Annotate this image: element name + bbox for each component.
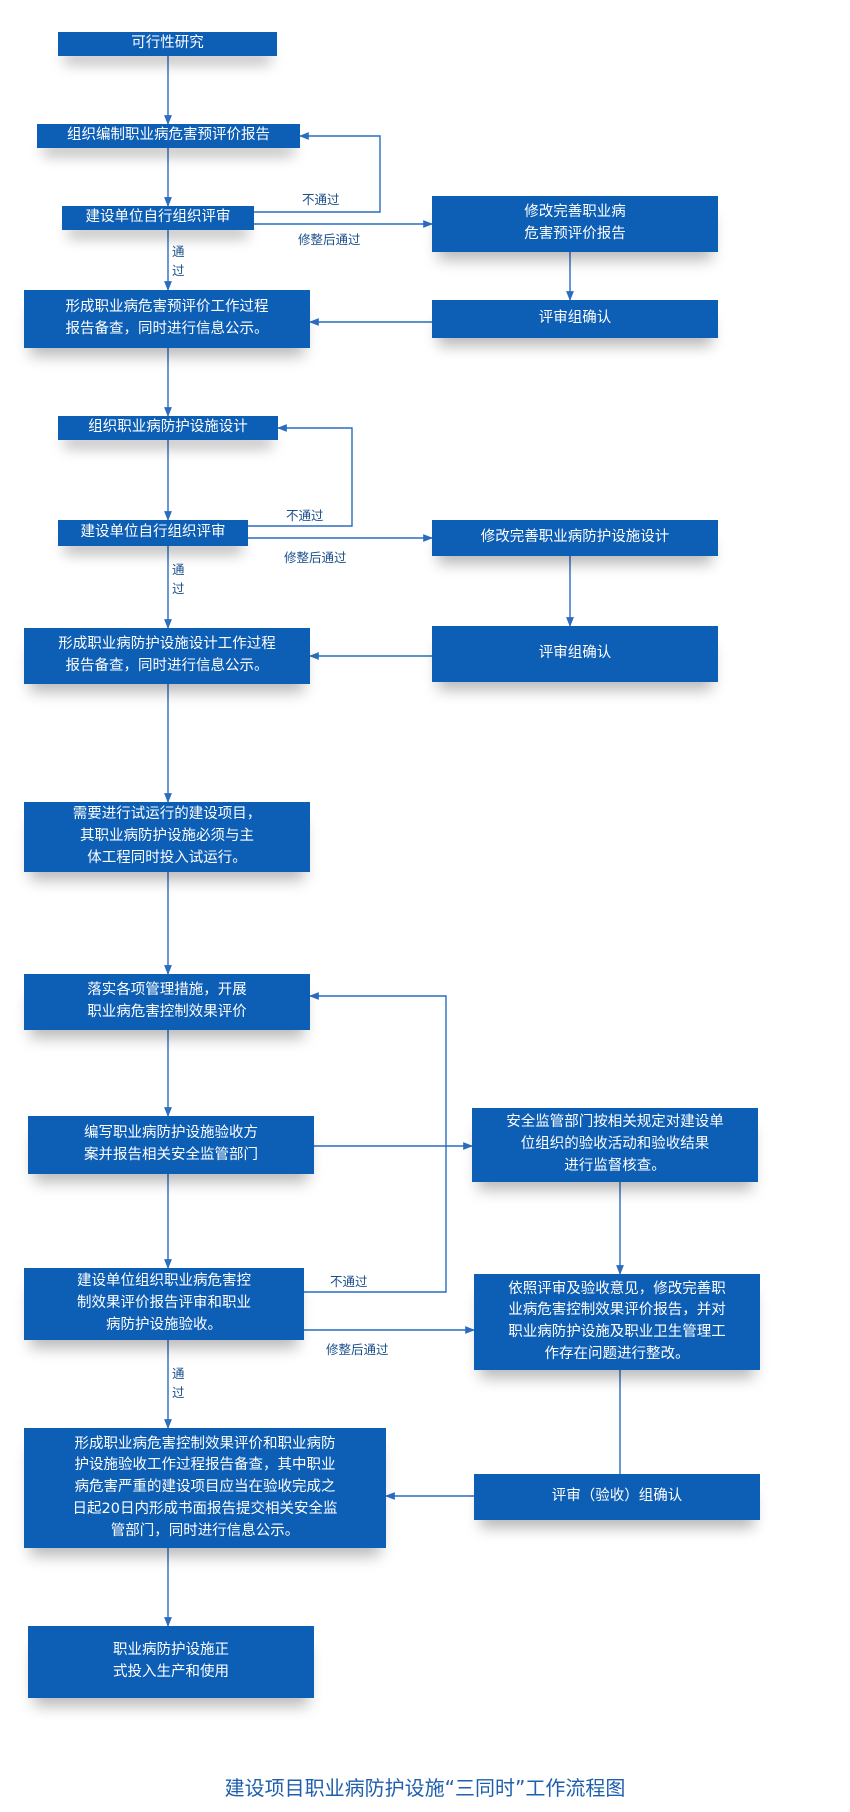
diagram-caption: 建设项目职业病防护设施“三同时”工作流程图 [224,1776,626,1800]
label-revise-pass-2: 修整后通过 [284,550,347,565]
arrow-acceptance-fail-loop [304,992,447,1293]
box-trial-run: 需要进行试运行的建设项目， 其职业病防护设施必须与主 体工程同时投入试运行。 [24,802,310,872]
box-supervision-check: 安全监管部门按相关规定对建设单 位组织的验收活动和验收结果 进行监督核查。 [472,1108,758,1182]
box-review-team-confirm-1: 评审组确认 [432,300,718,338]
label-fail-3: 不通过 [330,1274,368,1289]
box-acceptance-review: 建设单位组织职业病危害控 制效果评价报告评审和职业 病防护设施验收。 [24,1268,304,1340]
label-revise-pass-3: 修整后通过 [326,1342,389,1357]
box-feasibility-study: 可行性研究 [58,32,277,56]
box-acceptance-team-confirm: 评审（验收）组确认 [474,1474,760,1520]
arrow-review2-fail-loop [248,424,353,527]
box-control-effect-evaluation: 落实各项管理措施，开展 职业病危害控制效果评价 [24,974,310,1030]
label-revise-pass-1: 修整后通过 [298,232,361,247]
box-self-review-2: 建设单位自行组织评审 [58,520,248,546]
box-put-into-production: 职业病防护设施正 式投入生产和使用 [28,1626,314,1698]
box-filing-1: 形成职业病危害预评价工作过程 报告备查，同时进行信息公示。 [24,290,310,348]
arrow-review1-fail-loop [254,132,381,213]
label-fail-1: 不通过 [302,192,340,207]
box-acceptance-plan: 编写职业病防护设施验收方 案并报告相关安全监管部门 [28,1116,314,1174]
label-fail-2: 不通过 [286,508,324,523]
label-pass-2: 通 过 [172,562,185,597]
box-revise-design: 修改完善职业病防护设施设计 [432,520,718,556]
box-prepare-pre-evaluation-report: 组织编制职业病危害预评价报告 [37,124,300,148]
box-filing-2: 形成职业病防护设施设计工作过程 报告备查，同时进行信息公示。 [24,628,310,684]
box-revise-pre-evaluation-report: 修改完善职业病 危害预评价报告 [432,196,718,252]
box-self-review-1: 建设单位自行组织评审 [62,206,254,230]
label-pass-3: 通 过 [172,1366,185,1401]
box-review-team-confirm-2: 评审组确认 [432,626,718,682]
box-protection-design: 组织职业病防护设施设计 [58,416,278,440]
box-filing-3: 形成职业病危害控制效果评价和职业病防 护设施验收工作过程报告备查，其中职业 病危… [24,1428,386,1548]
label-pass-1: 通 过 [172,244,185,279]
box-revise-control-report: 依照评审及验收意见，修改完善职 业病危害控制效果评价报告，并对 职业病防护设施及… [474,1274,760,1370]
